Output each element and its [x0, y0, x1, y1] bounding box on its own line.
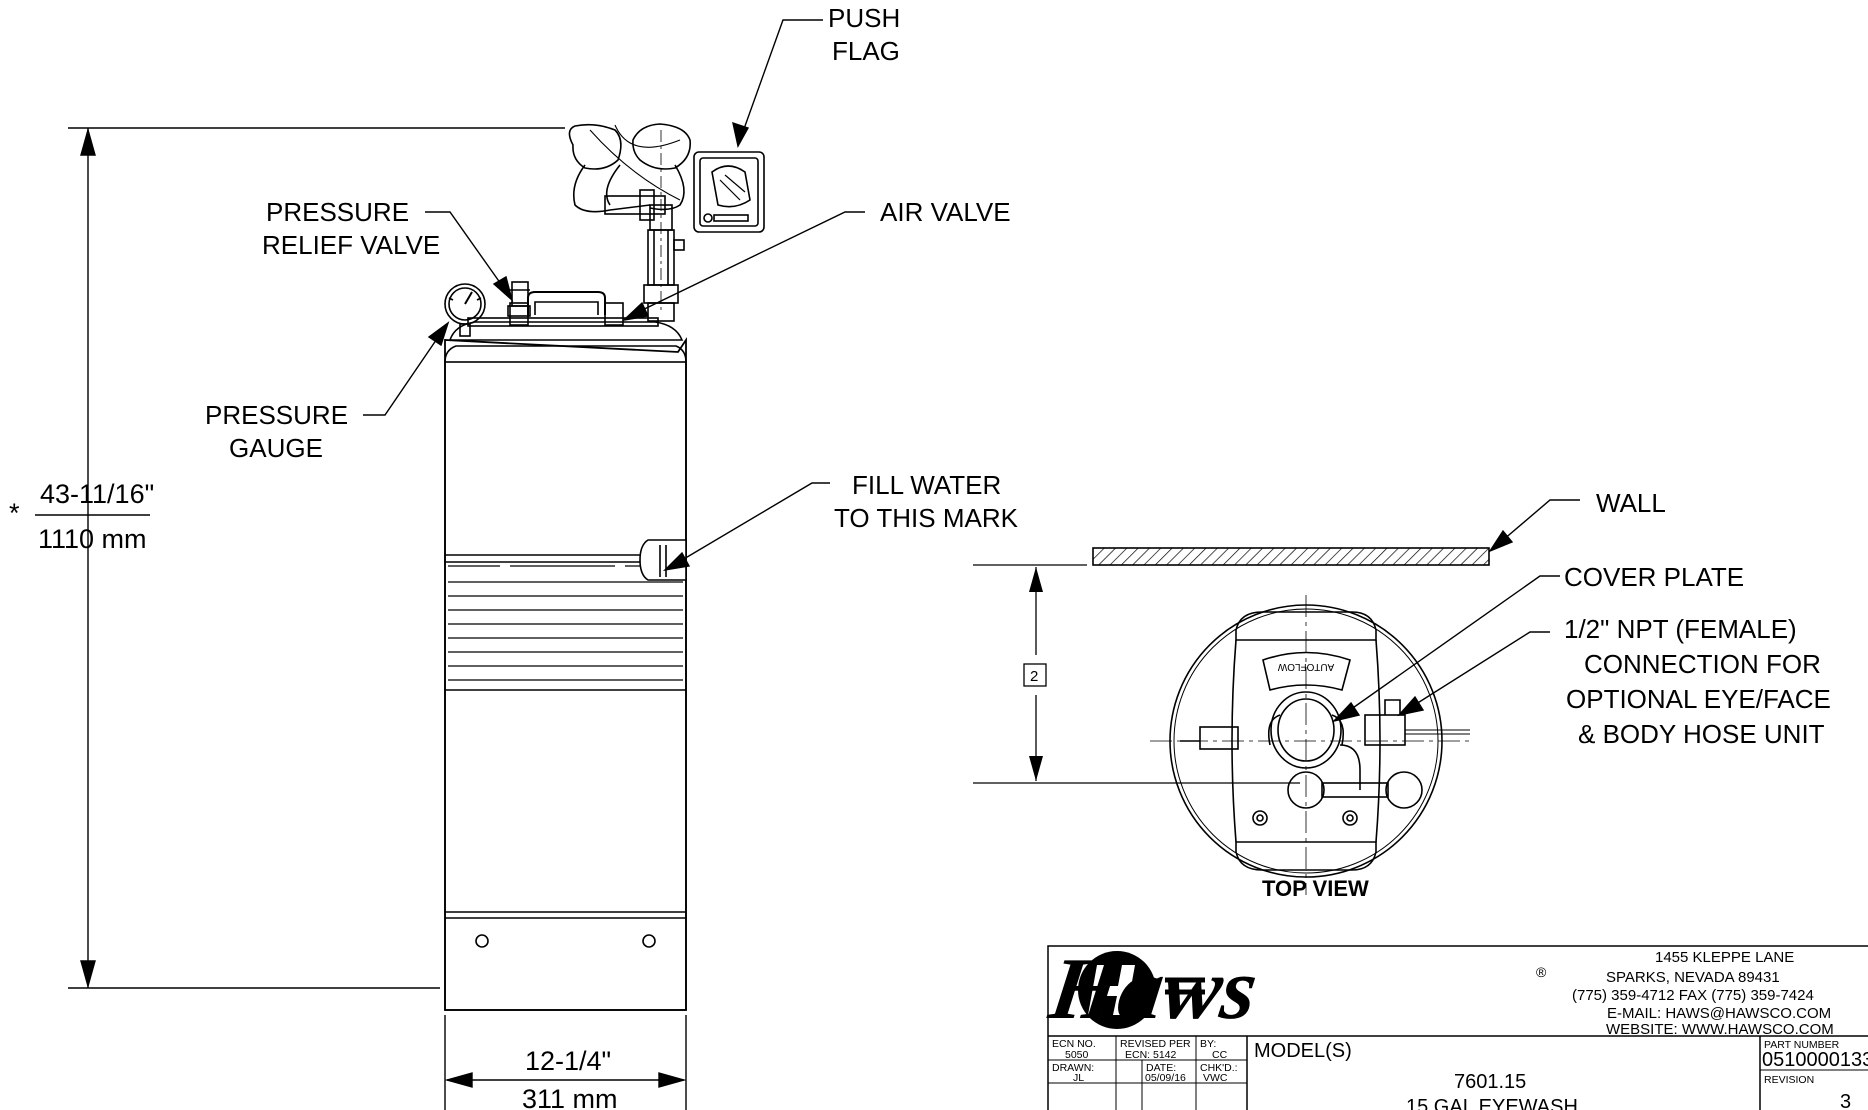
chkd-value: VWC — [1203, 1072, 1228, 1084]
wall — [1092, 547, 1490, 566]
part-number-label: PART NUMBER — [1764, 1039, 1840, 1051]
address-line-1: 1455 KLEPPE LANE — [1655, 949, 1794, 966]
part-number-value: 0510000133 — [1762, 1049, 1868, 1071]
width-inches: 12-1/4" — [525, 1046, 611, 1076]
relief-valve-label-line2: RELIEF VALVE — [262, 230, 440, 260]
by-label: BY: — [1200, 1038, 1216, 1050]
brand-wordmark: Haws — [1043, 940, 1263, 1038]
drawn-value: JL — [1073, 1072, 1084, 1084]
relief-valve-part — [507, 281, 531, 317]
asterisk-note: * — [9, 498, 20, 528]
fill-mark-knob — [639, 539, 687, 581]
front-view — [444, 123, 765, 1011]
models-label: MODEL(S) — [1254, 1040, 1352, 1062]
top-view-leaders — [1331, 499, 1580, 723]
dimension-callout-2: 2 — [1030, 668, 1038, 685]
cover-plate-label: COVER PLATE — [1564, 562, 1744, 592]
registered-mark: ® — [1536, 964, 1547, 980]
push-flag-label-line2: FLAG — [832, 36, 900, 66]
haws-logo: Haws ® — [1043, 940, 1547, 1038]
riser-pipe — [643, 204, 685, 322]
height-mm: 1110 mm — [38, 524, 147, 554]
date-label: DATE: — [1146, 1062, 1176, 1074]
address-line-3: (775) 359-4712 FAX (775) 359-7424 — [1572, 987, 1814, 1004]
fill-water-label-line2: TO THIS MARK — [834, 503, 1019, 533]
tank-body — [444, 337, 687, 1011]
gauge-label-line2: GAUGE — [229, 433, 323, 463]
height-dimension — [35, 127, 565, 989]
leaders — [363, 19, 865, 572]
push-flag-label-line1: PUSH — [828, 3, 900, 33]
title-block — [1047, 945, 1868, 1110]
npt-label-line3: OPTIONAL EYE/FACE — [1566, 684, 1831, 714]
top-view-title: TOP VIEW — [1262, 876, 1369, 901]
top-view: AUTOFLOW — [973, 547, 1490, 895]
revised-per-label: REVISED PER — [1120, 1038, 1191, 1050]
eyewash-head — [568, 123, 692, 221]
ecn-no-value: 5050 — [1065, 1049, 1089, 1061]
npt-label-line2: CONNECTION FOR — [1584, 649, 1821, 679]
height-inches: 43-11/16" — [40, 479, 154, 509]
model-description: 15 GAL EYEWASH — [1406, 1096, 1578, 1110]
address-line-4: E-MAIL: HAWS@HAWSCO.COM — [1607, 1005, 1831, 1022]
address-line-5: WEBSITE: WWW.HAWSCO.COM — [1606, 1021, 1834, 1038]
revision-label: REVISION — [1764, 1074, 1814, 1086]
gauge-label-line1: PRESSURE — [205, 400, 348, 430]
address-line-2: SPARKS, NEVADA 89431 — [1606, 969, 1780, 986]
fill-water-label-line1: FILL WATER — [852, 470, 1001, 500]
revision-value: 3 — [1840, 1091, 1851, 1110]
push-flag — [693, 151, 765, 233]
npt-label-line1: 1/2" NPT (FEMALE) — [1564, 614, 1797, 644]
pressure-gauge — [444, 283, 486, 337]
wall-label: WALL — [1596, 488, 1666, 518]
cover-band-text: AUTOFLOW — [1277, 661, 1334, 672]
relief-valve-label-line1: PRESSURE — [266, 197, 409, 227]
revised-per-value: ECN: 5142 — [1125, 1049, 1177, 1061]
drawn-label: DRAWN: — [1052, 1062, 1094, 1074]
npt-label-line4: & BODY HOSE UNIT — [1578, 719, 1825, 749]
air-valve-label: AIR VALVE — [880, 197, 1011, 227]
ecn-no-label: ECN NO. — [1052, 1038, 1096, 1050]
fill-grille — [448, 565, 683, 681]
width-dimension — [444, 1015, 687, 1110]
width-mm: 311 mm — [522, 1084, 618, 1110]
by-value: CC — [1212, 1049, 1228, 1061]
model-number: 7601.15 — [1454, 1071, 1526, 1093]
date-value: 05/09/16 — [1145, 1072, 1186, 1084]
chkd-label: CHK'D.: — [1200, 1062, 1238, 1074]
